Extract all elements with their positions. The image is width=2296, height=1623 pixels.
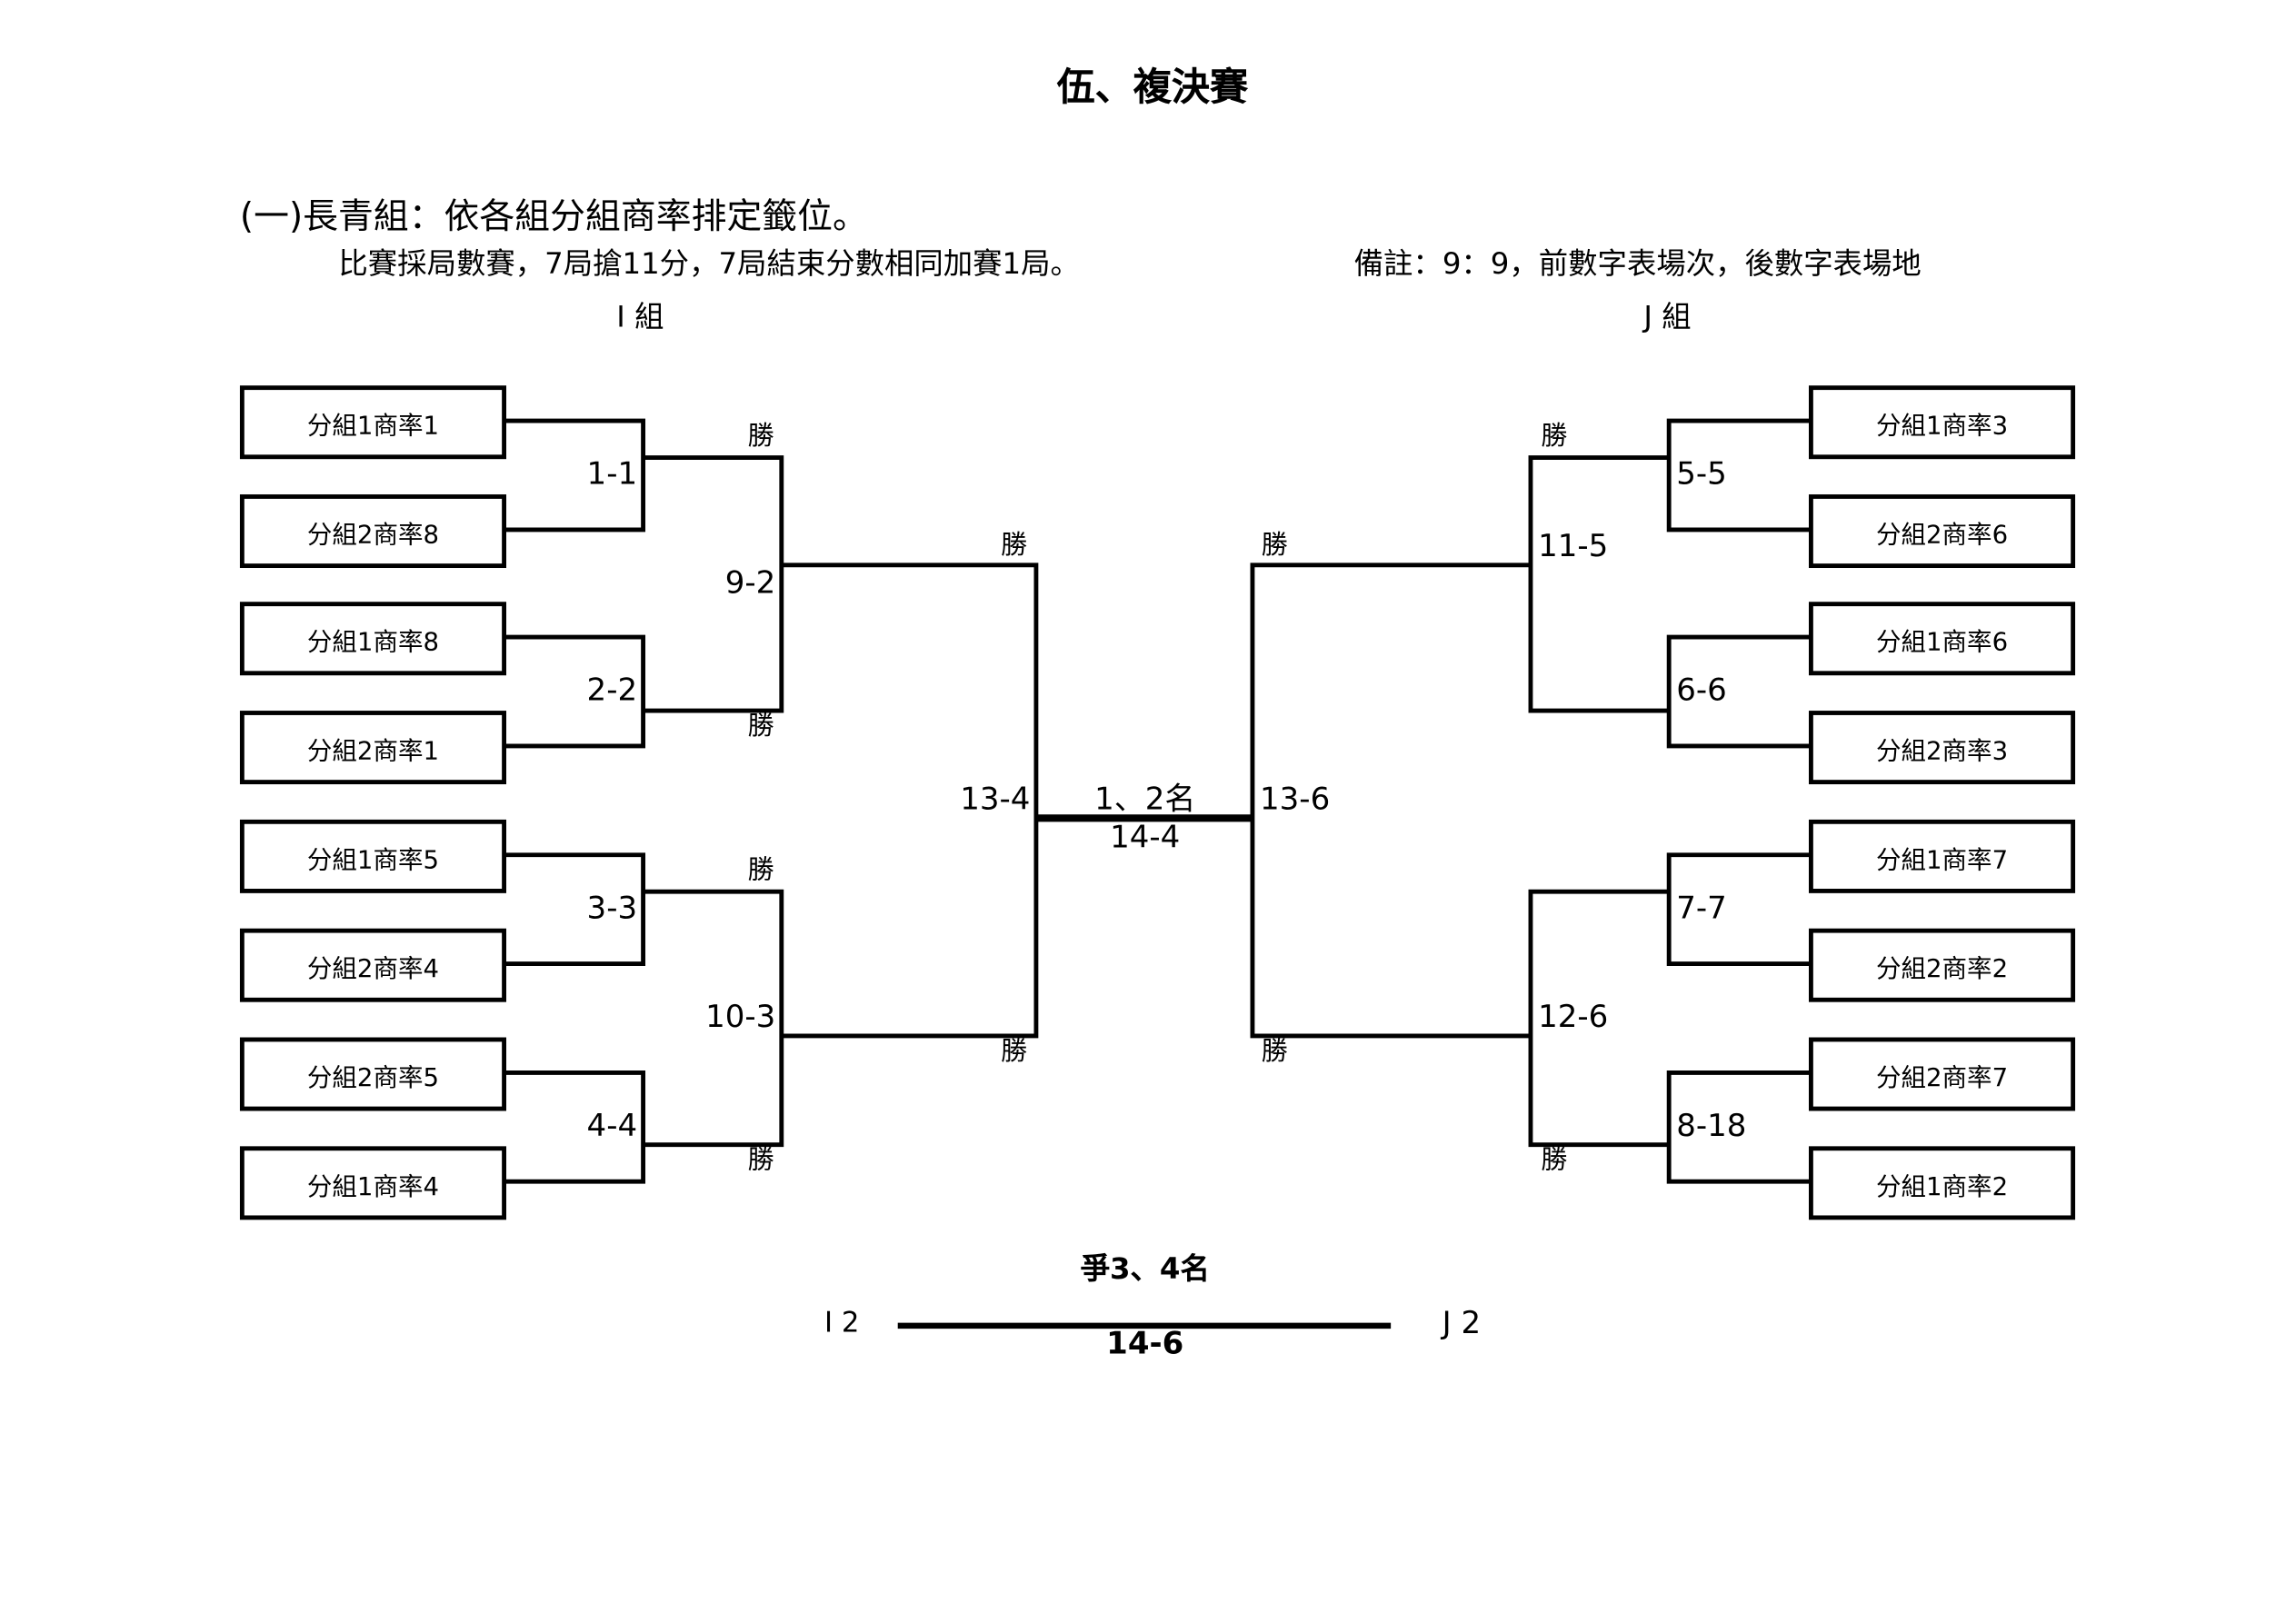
seed-box: 分組2商率7 — [1808, 1037, 2076, 1111]
third-place-left: I 2 — [824, 1306, 860, 1339]
win-label: 勝 — [747, 711, 774, 742]
match-label: 13-6 — [1260, 781, 1331, 817]
third-place-match: 14-6 — [1106, 1325, 1184, 1361]
seed-box: 分組2商率2 — [1808, 928, 2076, 1002]
bracket-line — [504, 418, 646, 533]
bracket-line — [1666, 418, 1809, 533]
seed-box: 分組1商率2 — [1808, 1146, 2076, 1220]
seed-box: 分組2商率5 — [239, 1037, 507, 1111]
group-j-label: J 組 — [1643, 298, 1692, 334]
seed-box: 分組2商率3 — [1808, 711, 2076, 785]
seed-box: 分組1商率5 — [239, 819, 507, 893]
match-label: 5-5 — [1676, 455, 1727, 492]
bracket-line — [1528, 455, 1670, 713]
seed-box: 分組1商率3 — [1808, 385, 2076, 460]
match-label: 13-4 — [960, 781, 1031, 817]
bracket-line — [1250, 563, 1531, 1039]
seed-box: 分組1商率7 — [1808, 819, 2076, 893]
third-place-right: J 2 — [1442, 1305, 1482, 1341]
note-text: 備註：9：9，前數字表場次，後數字表場地 — [1353, 245, 1922, 282]
seed-box: 分組1商率4 — [239, 1146, 507, 1220]
win-label: 勝 — [747, 1144, 774, 1176]
win-label: 勝 — [747, 421, 774, 453]
bracket-line — [643, 889, 784, 1148]
match-label: 11-5 — [1538, 528, 1609, 564]
bracket-line — [504, 852, 646, 967]
match-label: 10-3 — [705, 999, 776, 1035]
bracket-line — [504, 1070, 646, 1184]
win-label: 勝 — [1261, 529, 1288, 561]
bracket-line — [504, 634, 646, 749]
rules-text: 比賽採局數賽，7局搶11分，7局結束分數相同加賽1局。 — [338, 245, 1080, 282]
match-label: 12-6 — [1538, 999, 1609, 1035]
match-label: 1-1 — [586, 455, 638, 492]
win-label: 勝 — [1001, 1035, 1028, 1067]
win-label: 勝 — [747, 854, 774, 886]
page-title: 伍、複決賽 — [1056, 65, 1249, 111]
seed-box: 分組1商率8 — [239, 602, 507, 676]
seed-box: 分組2商率6 — [1808, 494, 2076, 569]
match-label: 4-4 — [586, 1108, 638, 1144]
win-label: 勝 — [1261, 1035, 1288, 1067]
match-label: 2-2 — [586, 672, 638, 708]
seed-box: 分組1商率1 — [239, 385, 507, 460]
bracket-line — [1666, 852, 1809, 967]
group-i-label: I 組 — [616, 298, 664, 334]
seed-box: 分組2商率8 — [239, 494, 507, 569]
third-place-label: 爭3、4名 — [1080, 1250, 1210, 1287]
match-label: 9-2 — [724, 564, 776, 601]
seed-box: 分組1商率6 — [1808, 602, 2076, 676]
bracket-line — [781, 563, 1039, 1039]
bracket-line — [1666, 634, 1809, 749]
seed-box: 分組2商率4 — [239, 928, 507, 1002]
match-label: 7-7 — [1676, 890, 1727, 926]
bracket-line — [1666, 1070, 1809, 1184]
section-heading: (一)長青組：依各組分組商率排定籤位。 — [239, 195, 868, 237]
final-label: 1、2名 — [1094, 781, 1196, 817]
bracket-line — [1528, 889, 1670, 1148]
win-label: 勝 — [1541, 1144, 1568, 1176]
bracket-line — [643, 455, 784, 713]
win-label: 勝 — [1001, 529, 1028, 561]
match-label: 3-3 — [586, 890, 638, 926]
seed-box: 分組2商率1 — [239, 711, 507, 785]
win-label: 勝 — [1541, 421, 1568, 453]
match-label: 6-6 — [1676, 672, 1727, 708]
match-label: 8-18 — [1676, 1108, 1747, 1144]
final-match: 14-4 — [1110, 819, 1181, 855]
